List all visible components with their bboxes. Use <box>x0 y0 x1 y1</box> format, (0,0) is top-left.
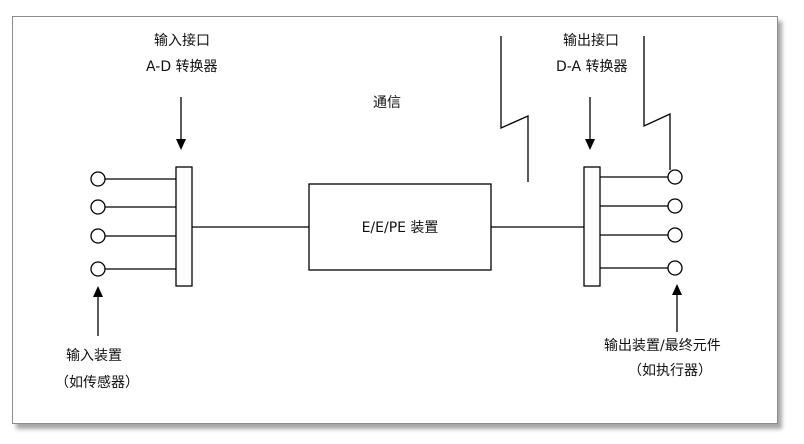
output-terminals <box>600 169 683 276</box>
input-device-label-line2: （如传感器） <box>55 375 139 391</box>
device-box <box>308 183 492 271</box>
input-terminal-1 <box>90 171 106 187</box>
input-terminal-3 <box>90 228 106 244</box>
input-terminal-2 <box>90 199 106 215</box>
output-interface-label-line2: D-A 转换器 <box>556 59 628 75</box>
input-interface-arrow <box>176 97 186 150</box>
output-device-label-line1: 输出装置/最终元件 <box>604 338 721 354</box>
output-terminal-2 <box>667 198 683 214</box>
output-device-arrow <box>672 284 682 332</box>
communication-link-symbol-2 <box>643 36 671 170</box>
input-interface-label-line2: A-D 转换器 <box>146 59 218 75</box>
output-terminal-4 <box>667 260 683 276</box>
input-interface-label-line1: 输入接口 <box>154 33 210 49</box>
communication-label: 通信 <box>373 95 401 111</box>
output-terminal-3 <box>667 227 683 243</box>
input-terminals <box>90 171 176 277</box>
output-interface-bar <box>583 166 601 287</box>
input-device-arrow <box>93 286 103 336</box>
input-interface-bar <box>175 166 193 287</box>
input-terminal-4 <box>90 261 106 277</box>
output-terminal-1 <box>667 169 683 185</box>
output-interface-arrow <box>585 97 595 150</box>
input-device-label-line1: 输入装置 <box>66 348 122 364</box>
device-label: E/E/PE 装置 <box>361 220 439 236</box>
output-device-label-line2: （如执行器） <box>628 363 712 379</box>
communication-link-symbol-1 <box>500 36 529 182</box>
output-interface-label-line1: 输出接口 <box>563 33 619 49</box>
